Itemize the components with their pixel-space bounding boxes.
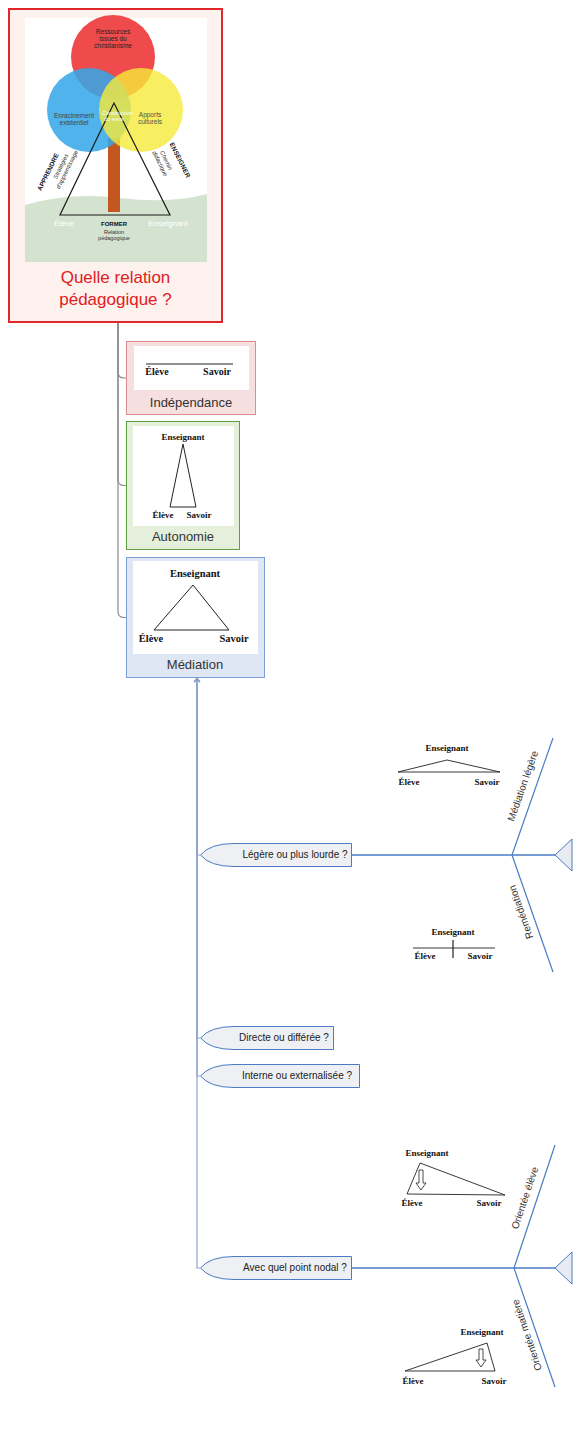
node-text: Savoir — [203, 366, 231, 378]
triangle-sketch — [154, 585, 229, 630]
node-text: Enseignant — [170, 568, 220, 580]
sketch-panel — [134, 346, 249, 390]
sketch-label: Élève — [399, 777, 420, 787]
hollow-arrow — [416, 1170, 426, 1190]
separator-bar — [452, 940, 453, 958]
fish-head — [555, 839, 572, 871]
baseline-sketch — [413, 948, 495, 949]
sketch-label: Savoir — [474, 777, 499, 787]
sketch-label: Enseignant — [405, 1148, 448, 1158]
hollow-arrow — [476, 1349, 486, 1367]
fish-spine — [352, 1267, 555, 1268]
fish-spine — [352, 854, 555, 855]
node-text: Enseignant — [161, 432, 204, 442]
sketch-label: Enseignant — [425, 743, 468, 753]
sketch-panel — [133, 426, 234, 526]
triangle-sketch — [170, 444, 196, 507]
node-text: Directe ou différée ? — [239, 1032, 329, 1044]
node-text: Élève — [153, 510, 174, 520]
bone-label: Médiation légère — [505, 749, 540, 823]
node-text: Élève — [139, 633, 164, 645]
node-text: Élève — [54, 219, 74, 228]
node-text: Savoir — [186, 510, 211, 520]
node-text: Apports culturels — [131, 111, 169, 125]
sketch-label: Savoir — [467, 951, 492, 961]
question-branch: Interne ou externalisée ? — [200, 1064, 360, 1088]
question-branch: Avec quel point nodal ? — [200, 1256, 352, 1280]
branch-shape — [201, 844, 352, 867]
sketch-label: Élève — [415, 951, 436, 961]
node-text: Relation pédagogique — [94, 230, 134, 242]
node-text: Élève — [145, 366, 168, 378]
node-text: Autonomie — [152, 530, 214, 545]
triangle-sketch — [398, 760, 500, 772]
node-text: Avec quel point nodal ? — [243, 1262, 347, 1274]
question-box: Construction du sensAPPRENDREStratégies … — [8, 8, 223, 323]
node-text: FORMER — [101, 221, 127, 228]
tree-trunk — [108, 138, 120, 212]
box-caption: Quelle relation pédagogique ? — [13, 267, 218, 311]
arrow-head — [194, 678, 200, 682]
connector — [194, 678, 200, 1268]
sketch-label: Savoir — [481, 1376, 506, 1386]
relation-box: EnseignantÉlève SavoirAutonomie — [126, 421, 240, 550]
sketch-label: Savoir — [476, 1198, 501, 1208]
relation-box: EnseignantÉlève SavoirMédiation — [126, 557, 265, 678]
connector-line — [118, 323, 126, 378]
venn-circle: Apports culturels — [99, 68, 183, 152]
bone-label: Orientée matière — [510, 1298, 545, 1372]
sketch-label: Enseignant — [460, 1327, 503, 1337]
node-text: Enracinement existentiel — [53, 112, 95, 126]
node-text: Légère ou plus lourde ? — [242, 849, 347, 861]
sketch-label: Élève — [402, 1198, 423, 1208]
branch-shape — [201, 1027, 334, 1050]
relation-line — [146, 364, 233, 365]
branch-shape — [201, 1065, 360, 1088]
node-text: Indépendance — [150, 396, 232, 411]
connector — [118, 323, 126, 378]
sketch-label: Enseignant — [431, 927, 474, 937]
relation-box: Élève SavoirIndépendance — [126, 341, 256, 415]
connector-line — [197, 678, 200, 1268]
node-text: Enseignant — [148, 219, 188, 228]
branch-shape — [201, 1257, 352, 1280]
sketch-panel — [133, 561, 258, 654]
node-text: Ressources issues du christianisme — [87, 28, 139, 49]
node-text: Savoir — [219, 633, 248, 645]
connector-line — [118, 323, 126, 618]
fish-head — [555, 1252, 572, 1284]
question-branch: Légère ou plus lourde ? — [200, 843, 352, 867]
bone-label: Orientée élève — [509, 1165, 541, 1230]
node-text: Interne ou externalisée ? — [242, 1070, 352, 1082]
connector — [118, 323, 126, 618]
connector — [118, 323, 126, 486]
node-text: Médiation — [167, 658, 223, 673]
bone-label: Remédiation — [506, 884, 535, 941]
node-text: Construction du sens — [102, 111, 126, 123]
connector-line — [118, 323, 126, 486]
triangle-sketch — [407, 1163, 505, 1195]
sketch-label: Élève — [403, 1376, 424, 1386]
question-branch: Directe ou différée ? — [200, 1026, 334, 1050]
triangle-sketch — [405, 1343, 495, 1371]
